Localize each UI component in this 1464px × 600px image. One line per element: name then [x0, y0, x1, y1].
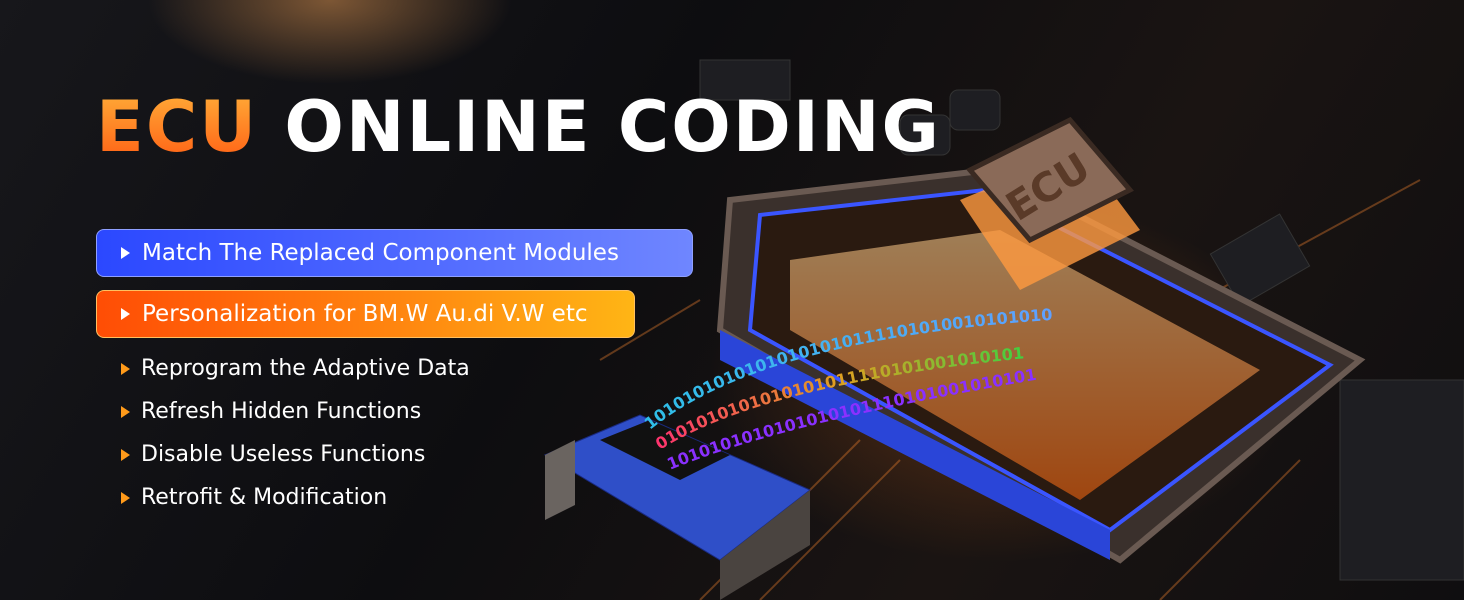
play-triangle-icon [121, 247, 130, 259]
title-accent: ECU [96, 86, 259, 168]
feature-item: Refresh Hidden Functions [121, 399, 421, 424]
ecu-housing-frame [716, 166, 1366, 564]
bullet-triangle-icon [121, 491, 130, 504]
bullet-triangle-icon [121, 448, 130, 461]
play-triangle-icon [121, 308, 130, 320]
feature-label: Reprogram the Adaptive Data [141, 356, 470, 381]
highlight-label: Personalization for BM.W Au.di V.W etc [142, 301, 588, 327]
title-rest: ONLINE CODING [258, 86, 941, 168]
bullet-triangle-icon [121, 362, 130, 375]
feature-label: Disable Useless Functions [141, 442, 426, 467]
feature-label: Retrofit & Modification [141, 485, 388, 510]
chip-components [699, 59, 1464, 581]
highlight-badge-modules: Match The Replaced Component Modules [96, 229, 693, 277]
feature-item: Retrofit & Modification [121, 485, 387, 510]
page-title: ECU ONLINE CODING [96, 82, 941, 172]
bullet-triangle-icon [121, 405, 130, 418]
ecu-chip: ECU [960, 116, 1140, 290]
vci-device [543, 414, 811, 600]
highlight-badge-personalization: Personalization for BM.W Au.di V.W etc [96, 290, 635, 338]
feature-item: Reprogram the Adaptive Data [121, 356, 470, 381]
feature-item: Disable Useless Functions [121, 442, 425, 467]
highlight-label: Match The Replaced Component Modules [142, 240, 619, 266]
feature-label: Refresh Hidden Functions [141, 399, 422, 424]
